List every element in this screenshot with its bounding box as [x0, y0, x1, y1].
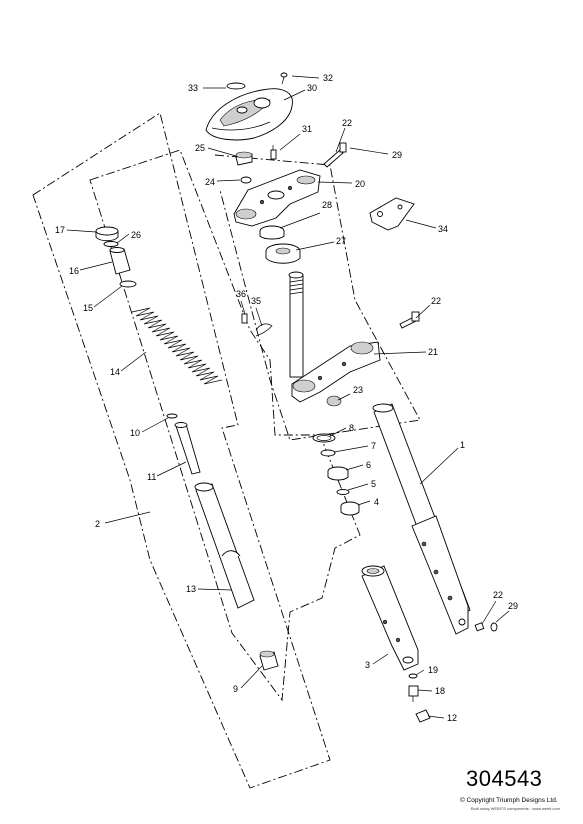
- bolt-22-top-part: [323, 142, 347, 168]
- bolt-31-part: [270, 145, 277, 160]
- callout-12: 12: [447, 713, 457, 723]
- yoke-group-outline: [214, 154, 421, 441]
- callout-1: 1: [460, 440, 465, 450]
- washer-7-part: [320, 449, 336, 457]
- callout-24: 24: [205, 177, 215, 187]
- bolt-22-mid-part: [399, 311, 420, 329]
- drawing-number: 304543: [466, 766, 543, 791]
- washer-19-part: [408, 673, 418, 679]
- washer-24-part: [240, 176, 252, 184]
- fork-internals-group-outline: [32, 112, 331, 789]
- callout-32: 32: [323, 73, 333, 83]
- callout-35: 35: [251, 296, 261, 306]
- callout-11: 11: [147, 472, 156, 482]
- callout-18: 18: [435, 686, 445, 696]
- spacer-16-part: [109, 247, 131, 275]
- callout-2: 2: [95, 519, 100, 529]
- clip-5-part: [336, 489, 350, 495]
- callout-4: 4: [374, 497, 379, 507]
- clip-36-part: [241, 313, 248, 324]
- callout-29a: 29: [392, 150, 402, 160]
- callout-22a: 22: [342, 118, 352, 128]
- screw-32-part: [280, 72, 288, 85]
- bottom-yoke-part: [291, 341, 381, 403]
- built-with-note: Built using WEBITS components · www.webi…: [471, 806, 560, 811]
- callout-33: 33: [188, 83, 198, 93]
- washer-29-lower-part: [490, 622, 498, 632]
- callout-14: 14: [110, 367, 120, 377]
- clip-35-part: [255, 323, 273, 337]
- callout-7: 7: [371, 441, 376, 451]
- callout-3: 3: [365, 660, 370, 670]
- top-cover-part: [205, 88, 293, 141]
- callout-8: 8: [349, 423, 354, 433]
- callout-34: 34: [438, 224, 448, 234]
- seals-stack: [312, 433, 360, 516]
- callout-9: 9: [233, 684, 238, 694]
- callout-10: 10: [130, 428, 140, 438]
- callout-36: 36: [236, 289, 246, 299]
- steering-stem-part: [288, 271, 304, 378]
- cap-23-part: [326, 395, 342, 407]
- callout-13: 13: [186, 584, 196, 594]
- top-cap-17-part: [95, 226, 119, 242]
- spring-14-part: [131, 307, 223, 385]
- callout-5: 5: [371, 479, 376, 489]
- callout-17: 17: [55, 225, 65, 235]
- o-ring-10-part: [166, 413, 178, 419]
- inner-tube-13-part: [194, 482, 255, 609]
- callout-30: 30: [307, 83, 317, 93]
- copyright-notice: © Copyright Triumph Designs Ltd.: [460, 797, 558, 804]
- stem-nut-27-part: [265, 243, 301, 264]
- callout-6: 6: [366, 460, 371, 470]
- callout-25: 25: [195, 143, 205, 153]
- callout-31: 31: [302, 124, 312, 134]
- lower-slider-part: [361, 565, 419, 671]
- callout-21: 21: [428, 347, 438, 357]
- callout-20: 20: [355, 179, 365, 189]
- washer-15-part: [119, 280, 137, 288]
- damper-rod-11-part: [174, 422, 201, 475]
- callout-15: 15: [83, 303, 93, 313]
- screw-22-lower-part: [474, 622, 485, 632]
- bracket-34-part: [369, 197, 415, 231]
- callout-28: 28: [322, 200, 332, 210]
- drain-bolt-18-part: [408, 685, 419, 702]
- nut-28-part: [259, 225, 285, 240]
- leader-lines: [66, 75, 510, 719]
- fork-stanchion-group-outline: [89, 149, 361, 702]
- callout-19: 19: [428, 665, 438, 675]
- top-yoke-part: [233, 169, 321, 227]
- callout-27: 27: [336, 236, 346, 246]
- o-ring-33-part: [226, 82, 246, 90]
- o-ring-26-part: [103, 241, 119, 247]
- callout-16: 16: [69, 266, 79, 276]
- callout-26: 26: [131, 230, 141, 240]
- cap-bolt-12-part: [415, 709, 431, 723]
- callout-22c: 22: [493, 590, 503, 600]
- callout-23: 23: [353, 385, 363, 395]
- callout-29b: 29: [508, 601, 518, 611]
- fork-outer-tube-part: [372, 403, 471, 635]
- grommet-25-part: [235, 151, 253, 166]
- callout-22b: 22: [431, 296, 441, 306]
- bush-9-part: [259, 650, 279, 671]
